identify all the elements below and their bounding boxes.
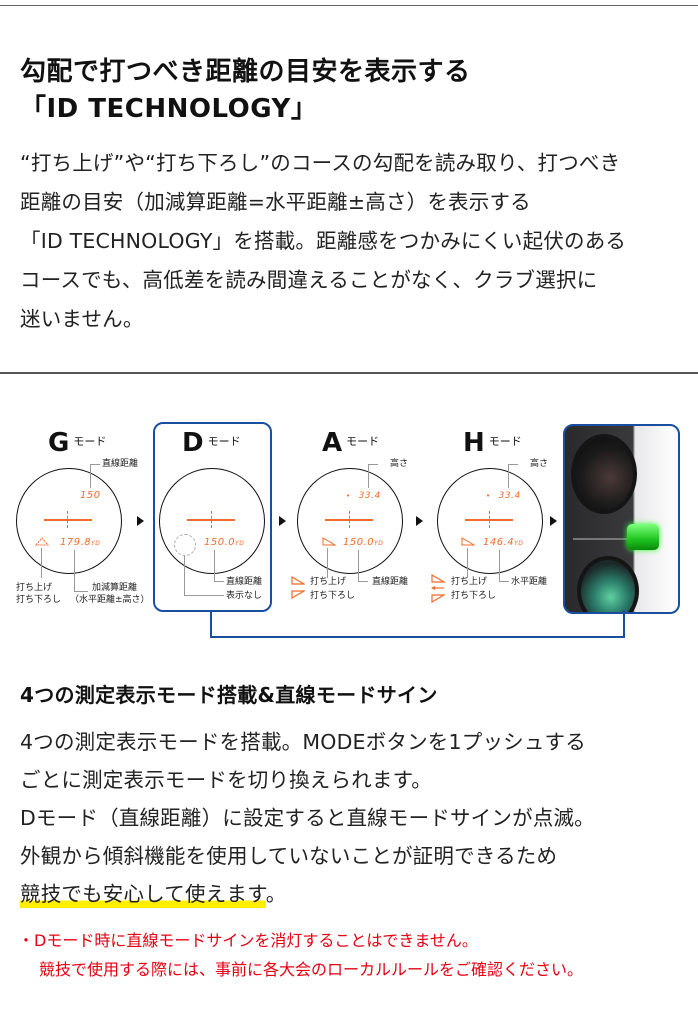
caution-note: ・Dモード時に直線モードサインを消灯することはできません。 競技で使用する際には… (18, 926, 583, 984)
leader-line (90, 464, 100, 488)
label-not-shown-d: 表示なし (226, 591, 263, 601)
value-bottom-h: 146.4YD (483, 537, 524, 548)
section2-body: 4つの測定表示モードを搭載。MODEボタンを1プッシュする ごとに測定表示モード… (20, 723, 595, 913)
section1-lead: “打ち上げ”や“打ち下ろし”のコースの勾配を読み取り、打つべき 距離の目安（加減… (20, 144, 626, 339)
incline-icon-a (322, 537, 336, 546)
scope-circle-h (437, 468, 543, 574)
label-added-distance-g: 加減算距離 (92, 583, 138, 593)
value-top-h: •33.4 (486, 491, 521, 501)
label-downhill-g: 打ち下ろし (16, 595, 62, 605)
crosshair-v-g (67, 511, 68, 528)
leader-line (358, 550, 368, 582)
next-arrow-icon (279, 516, 286, 526)
downhill-icon-a (291, 590, 305, 599)
value-bottom-g: 179.8YD (60, 537, 101, 548)
label-height-a: 高さ (390, 459, 409, 469)
scope-circle-a (297, 468, 403, 574)
next-arrow-icon (550, 516, 557, 526)
section1-title: 勾配で打つべき距離の目安を表示する 「ID TECHNOLOGY」 (20, 54, 471, 128)
upper-lens (571, 434, 637, 514)
lead-line: コースでも、高低差を読み間違えることがなく、クラブ選択に (20, 268, 598, 292)
value-bottom-d: 150.0YD (204, 537, 245, 548)
crosshair-g (44, 519, 92, 521)
title-line-2: 「ID TECHNOLOGY」 (20, 94, 318, 124)
lead-line: 迷いません。 (20, 307, 144, 331)
top-divider (0, 5, 698, 6)
leader-line (184, 556, 224, 596)
value-top-g: 150 (80, 490, 101, 501)
label-straight-distance-d: 直線距離 (226, 577, 263, 587)
leader-line (368, 464, 378, 488)
line-mode-sign-led (627, 524, 659, 550)
next-arrow-icon (137, 516, 144, 526)
label-horizontal-distance-h: 水平距離 (511, 577, 548, 587)
incline-icon-g (35, 537, 49, 546)
d-mode-to-device-connector (210, 610, 625, 638)
body-line: 外観から傾斜機能を使用していないことが証明できるため (20, 844, 558, 868)
label-uphill-h: 打ち上げ (451, 577, 488, 587)
note-line-2: 競技で使用する際には、事前に各大会のローカルルールをご確認ください。 (39, 960, 584, 979)
next-arrow-icon (416, 516, 423, 526)
note-line-1: ・Dモード時に直線モードサインを消灯することはできません。 (18, 931, 478, 950)
horizontal-arrow-icon-h (431, 586, 444, 590)
label-uphill-a: 打ち上げ (310, 577, 347, 587)
downhill-icon-h (431, 594, 445, 603)
label-height-h: 高さ (530, 459, 549, 469)
leader-line (74, 550, 88, 592)
label-downhill-a: 打ち下ろし (310, 591, 356, 601)
lead-line: 距離の目安（加減算距離=水平距離±高さ）を表示する (20, 190, 531, 214)
body-line-highlighted: 競技でも安心して使えます。 (20, 875, 595, 913)
uphill-icon-h (431, 574, 445, 583)
label-uphill-g: 打ち上げ (16, 583, 53, 593)
lower-lens (577, 556, 639, 612)
body-line: 4つの測定表示モードを搭載。MODEボタンを1プッシュする (20, 730, 586, 754)
lead-line: “打ち上げ”や“打ち下ろし”のコースの勾配を読み取り、打つべき (20, 151, 621, 175)
rangefinder-photo (563, 424, 680, 614)
value-bottom-a: 150.0YD (343, 537, 384, 548)
section-divider (0, 372, 698, 374)
leader-line (499, 550, 509, 582)
leader-line (327, 548, 328, 578)
title-line-1: 勾配で打つべき距離の目安を表示する (20, 57, 471, 87)
leader-line (508, 464, 518, 488)
body-groove (573, 538, 631, 540)
scope-circle-g (16, 468, 122, 574)
uphill-icon-a (291, 576, 305, 585)
body-line: ごとに測定表示モードを切り換えられます。 (20, 768, 432, 792)
label-straight-distance-g: 直線距離 (102, 459, 139, 469)
scope-circle-d (159, 468, 265, 574)
highlighted-mode-frame (153, 422, 272, 612)
hidden-incline-indicator (174, 534, 196, 556)
value-top-a: •33.4 (346, 491, 381, 501)
crosshair-v-a (349, 511, 350, 528)
label-straight-distance-a: 直線距離 (372, 577, 409, 587)
label-horizontal-pm-height-g: （水平距離±高さ） (70, 595, 150, 605)
lead-line: 「ID TECHNOLOGY」を搭載。距離感をつかみにくい起伏のある (20, 229, 627, 253)
leader-line (41, 548, 42, 578)
crosshair-v-d (211, 511, 212, 528)
incline-icon-h (461, 537, 475, 546)
leader-line (467, 548, 468, 578)
yellow-highlight: 競技でも安心して使えます (20, 882, 266, 908)
leader-line (214, 550, 224, 582)
punctuation: 。 (265, 882, 287, 906)
body-line: Dモード（直線距離）に設定すると直線モードサインが点滅。 (20, 806, 595, 830)
label-downhill-h: 打ち下ろし (451, 591, 497, 601)
section2-title: 4つの測定表示モード搭載&直線モードサイン (20, 683, 438, 707)
crosshair-v-h (489, 511, 490, 528)
